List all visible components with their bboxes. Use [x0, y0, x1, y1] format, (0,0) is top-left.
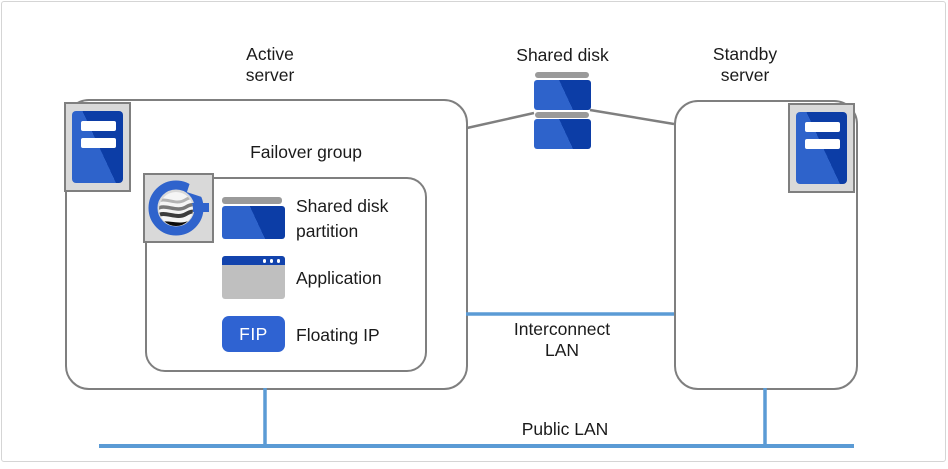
app-window-icon — [222, 256, 285, 299]
shared-disk-icon — [534, 80, 591, 110]
clusterpro-g-logo-icon — [143, 173, 214, 243]
active-server-icon — [64, 102, 131, 192]
public-lan-label: Public LAN — [521, 419, 609, 439]
shared-disk-label: Shared disk — [516, 45, 609, 65]
fip-badge: FIP — [222, 316, 285, 352]
interconnect-lan-label: Interconnect LAN — [513, 319, 611, 360]
app-window-titlebar — [222, 256, 285, 265]
outer-frame — [1, 1, 946, 462]
standby-server-label: Standby server — [712, 44, 778, 85]
standby-server-icon — [788, 103, 855, 193]
shared-disk-icon — [534, 119, 591, 149]
fip-badge-label: FIP — [239, 323, 268, 344]
server-chassis — [796, 112, 847, 184]
server-chassis — [72, 111, 123, 183]
shared-disk-icon — [535, 112, 589, 118]
active-server-label: Active server — [245, 44, 295, 85]
window-dot-icon — [269, 259, 273, 263]
shared-disk-partition-label: Shared disk partition — [296, 196, 389, 241]
server-slot — [81, 121, 116, 131]
disk-partition-icon — [222, 206, 285, 239]
floating-ip-label: Floating IP — [296, 325, 380, 345]
clusterpro-g-logo-svg — [148, 176, 211, 236]
failover-group-label: Failover group — [250, 142, 362, 162]
window-dot-icon — [276, 259, 280, 263]
shared-disk-icon — [535, 72, 589, 78]
server-slot — [81, 138, 116, 148]
window-dot-icon — [262, 259, 266, 263]
server-slot — [805, 139, 840, 149]
disk-partition-icon — [222, 197, 282, 204]
server-slot — [805, 122, 840, 132]
application-label: Application — [296, 268, 382, 288]
